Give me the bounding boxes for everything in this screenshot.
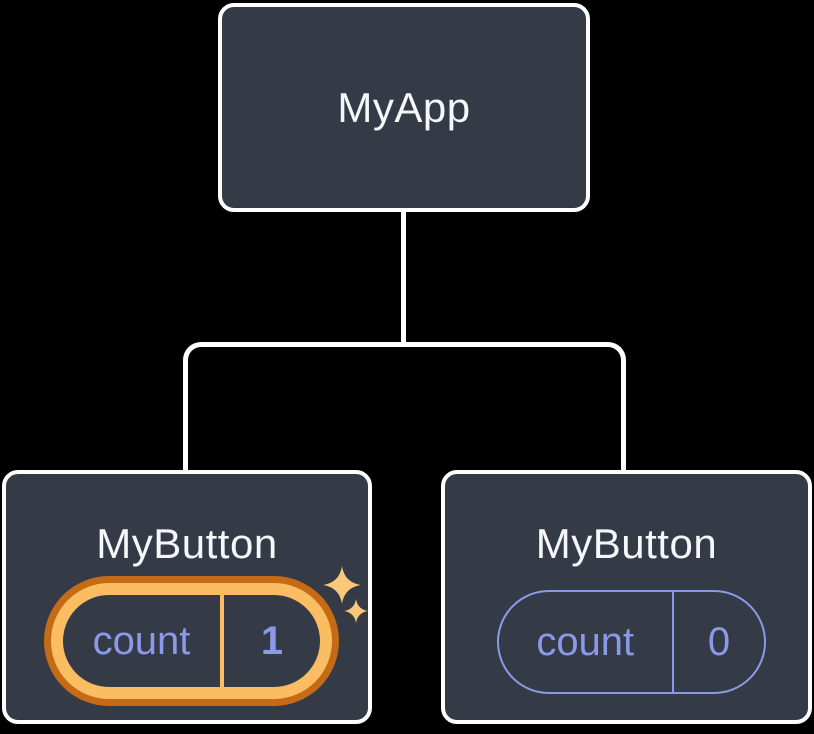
- state-key-label: count: [536, 619, 635, 664]
- state-key-label: count: [92, 618, 191, 663]
- component-node-root: MyApp: [218, 3, 590, 212]
- state-pill: count 0: [497, 590, 766, 694]
- pill-divider: [671, 592, 674, 692]
- connector-root-vertical: [401, 212, 406, 346]
- connector-branch-bracket: [183, 342, 626, 470]
- component-title: MyButton: [535, 520, 718, 567]
- component-title: MyApp: [337, 83, 471, 131]
- component-node-right-button: MyButton count 0: [441, 470, 812, 724]
- sparkle-icon: [344, 599, 368, 623]
- pill-divider: [220, 595, 224, 687]
- component-title: MyButton: [96, 520, 278, 567]
- state-value: 0: [707, 619, 731, 664]
- state-value: 1: [260, 618, 284, 663]
- sparkle-icon: [323, 566, 361, 604]
- state-pill-highlighted: count 1: [51, 583, 332, 699]
- component-node-left-button: MyButton count 1: [2, 470, 372, 724]
